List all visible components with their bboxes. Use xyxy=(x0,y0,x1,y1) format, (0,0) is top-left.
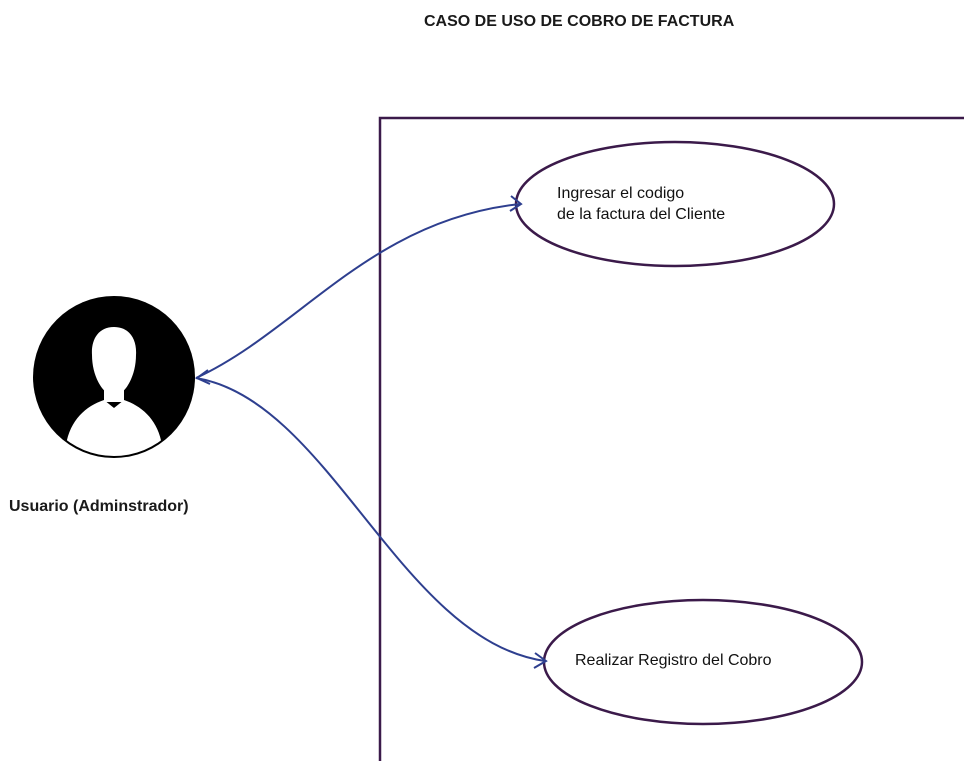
use-case-label-1: Ingresar el codigo de la factura del Cli… xyxy=(557,183,725,225)
use-case-label-1-line-2: de la factura del Cliente xyxy=(557,206,726,223)
system-boundary xyxy=(378,116,964,761)
user-avatar-icon xyxy=(33,296,195,458)
use-case-label-2-line-1: Realizar Registro del Cobro xyxy=(575,652,772,669)
association-arrow-2 xyxy=(195,377,548,669)
use-case-label-1-line-1: Ingresar el codigo xyxy=(557,185,685,202)
diagram-title: CASO DE USO DE COBRO DE FACTURA xyxy=(424,13,735,30)
use-case-label-2: Realizar Registro del Cobro xyxy=(575,650,772,671)
actor-label: Usuario (Adminstrador) xyxy=(9,498,189,515)
association-arrow-1 xyxy=(195,195,523,385)
